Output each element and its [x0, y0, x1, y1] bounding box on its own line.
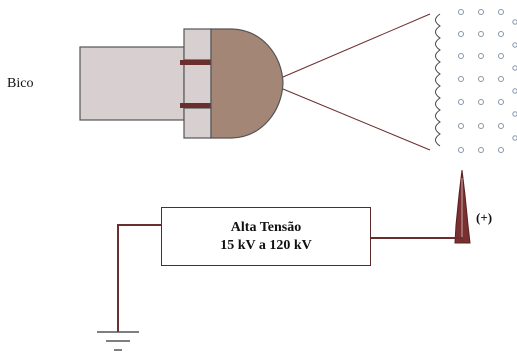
droplet-cloud-edge	[435, 13, 441, 147]
circuit-wires	[117, 224, 463, 332]
droplets-edge	[512, 19, 517, 141]
supply-label-line1: Alta Tensão	[230, 219, 302, 235]
high-voltage-supply: Alta Tensão 15 kV a 120 kV	[161, 207, 371, 266]
nozzle-tip	[210, 28, 284, 139]
supply-label-line2: 15 kV a 120 kV	[220, 237, 312, 253]
nozzle-collar	[180, 28, 212, 139]
polarity-label: (+)	[476, 210, 493, 225]
nozzle-body	[79, 46, 185, 121]
droplets	[458, 9, 504, 153]
ground-symbol	[97, 331, 139, 351]
spray-cone-upper	[282, 13, 431, 78]
nozzle-label: Bico	[7, 76, 34, 91]
spray-cone-lower	[282, 88, 431, 151]
